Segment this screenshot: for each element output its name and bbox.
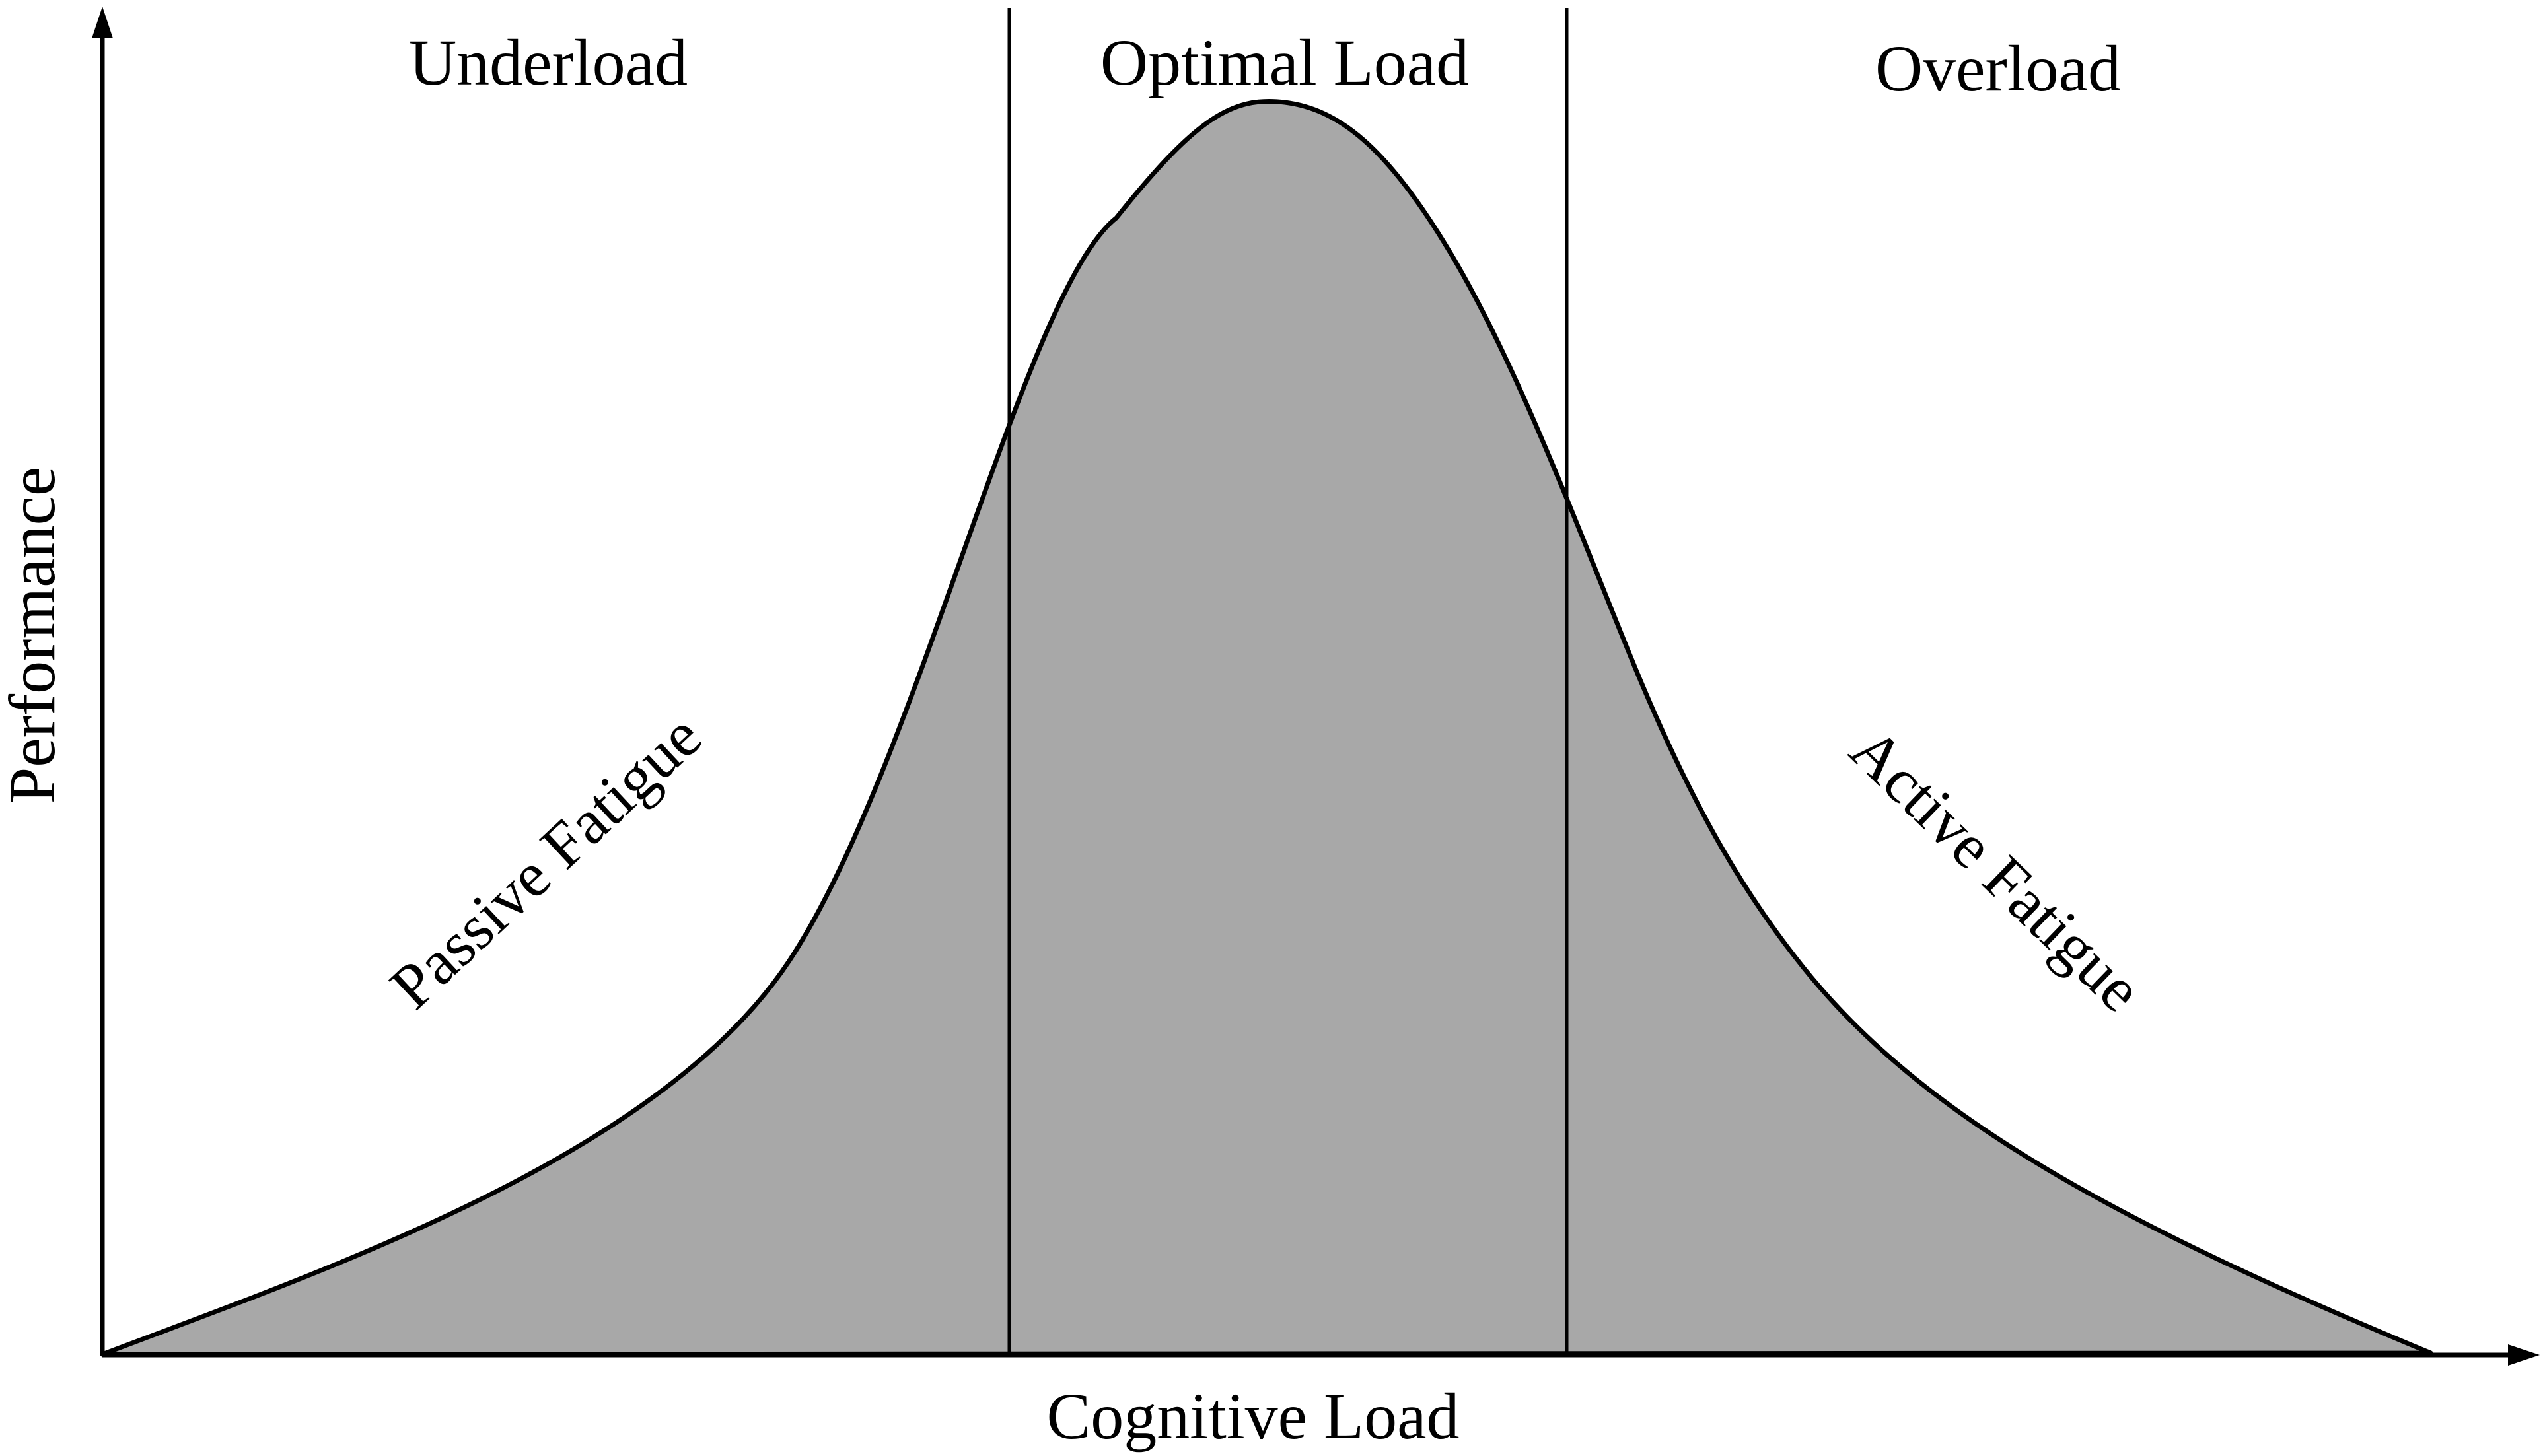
y-axis-label: Performance (0, 467, 69, 804)
x-axis-label: Cognitive Load (1047, 1379, 1460, 1453)
y-axis-arrowhead (92, 7, 113, 38)
passive-fatigue-label: Passive Fatigue (376, 701, 715, 1022)
region-label-overload: Overload (1875, 32, 2121, 105)
performance-curve-area (100, 98, 2433, 1357)
active-fatigue-label: Active Fatigue (1837, 714, 2156, 1025)
region-label-underload: Underload (409, 26, 688, 99)
x-axis-arrowhead (2508, 1344, 2540, 1366)
region-label-optimal-load: Optimal Load (1100, 26, 1469, 99)
